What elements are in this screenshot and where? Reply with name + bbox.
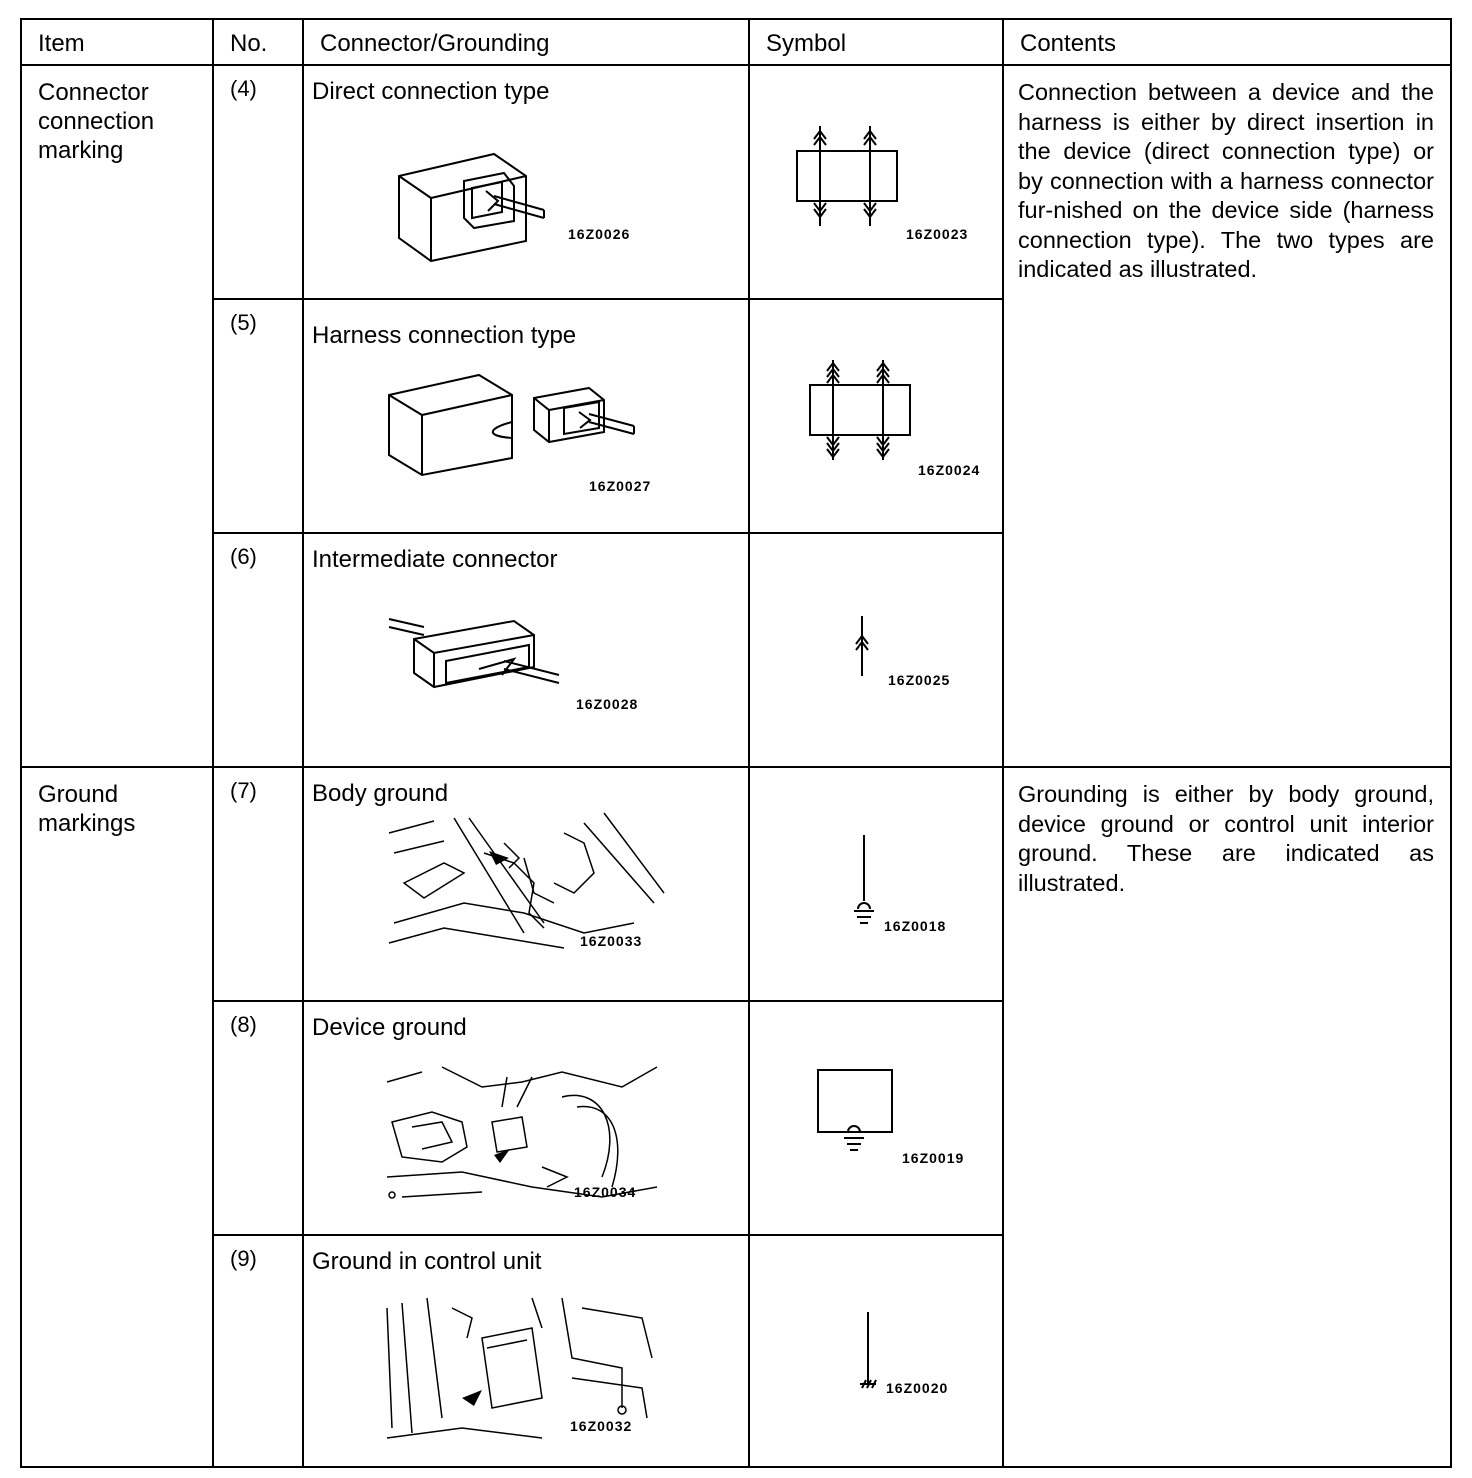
device-ground-illustration	[386, 1066, 658, 1199]
table-row: Connector connection marking (4) Direct …	[20, 64, 1452, 769]
connector-title: Device ground	[312, 1014, 467, 1042]
figure-code: 16Z0026	[568, 226, 631, 243]
connector-title: Harness connection type	[312, 322, 577, 350]
connector-cell: Harness connection type 16Z0027	[302, 298, 750, 535]
table-row: (9) Ground in control unit 16Z0032	[21, 1234, 1451, 1468]
connector-cell: Ground in control unit 16Z0032	[302, 1234, 750, 1468]
connector-cell: Body ground 16Z0033	[302, 766, 750, 1003]
symbol-cell: 16Z0025	[748, 532, 1004, 769]
symbol-figure-code: 16Z0024	[918, 462, 981, 479]
table-row: (8) Device ground 16Z	[21, 1000, 1451, 1237]
symbol-figure-code: 16Z0019	[902, 1150, 965, 1167]
header-connector: Connector/Grounding	[302, 17, 750, 67]
control-unit-ground-illustration	[386, 1297, 653, 1439]
row-number: (4)	[212, 64, 304, 301]
figure-code: 16Z0033	[580, 933, 643, 950]
symbol-figure-code: 16Z0020	[886, 1380, 949, 1397]
symbol-cell: 16Z0018	[748, 766, 1004, 1003]
direct-connection-symbol	[796, 126, 898, 227]
symbol-figure-code: 16Z0023	[906, 226, 969, 243]
header-contents: Contents	[1002, 17, 1452, 67]
header-symbol: Symbol	[748, 17, 1004, 67]
connector-cell: Intermediate connector 16Z0028	[302, 532, 750, 769]
figure-code: 16Z0027	[589, 478, 652, 495]
direct-connection-illustration	[398, 153, 545, 263]
symbol-cell: 16Z0019	[748, 1000, 1004, 1237]
row-number: (5)	[212, 298, 304, 535]
body-ground-illustration	[388, 812, 665, 949]
device-ground-symbol	[817, 1069, 893, 1152]
contents-ground: Grounding is either by body ground, devi…	[1002, 766, 1452, 1468]
row-number: (8)	[212, 1000, 304, 1237]
symbol-cell: 16Z0023	[748, 64, 1004, 301]
connector-title: Intermediate connector	[312, 546, 558, 574]
connector-title: Body ground	[312, 780, 449, 808]
connector-title: Direct connection type	[312, 78, 550, 106]
header-row: Item No. Connector/Grounding Symbol Cont…	[20, 17, 1452, 67]
table-row: (6) Intermediate connector 16Z0028	[21, 532, 1451, 769]
item-ground-markings: Ground markings	[20, 766, 214, 1468]
symbol-cell: 16Z0024	[748, 298, 1004, 535]
item-connector-connection-marking: Connector connection marking	[20, 64, 214, 769]
figure-code: 16Z0034	[574, 1184, 637, 1201]
connector-cell: Device ground 16Z0034	[302, 1000, 750, 1237]
intermediate-connector-symbol	[855, 616, 869, 677]
table-row: (5) Harness connection type 16Z0027	[21, 298, 1451, 535]
row-number: (7)	[212, 766, 304, 1003]
connector-cell: Direct connection type 16Z0026	[302, 64, 750, 301]
intermediate-connector-illustration	[388, 618, 560, 689]
row-number: (9)	[212, 1234, 304, 1468]
header-item: Item	[20, 17, 214, 67]
table-row: Ground markings (7) Body ground 16Z0033	[20, 766, 1452, 1468]
harness-connection-symbol	[809, 360, 911, 461]
symbol-figure-code: 16Z0025	[888, 672, 951, 689]
body-ground-symbol	[854, 835, 874, 925]
connector-title: Ground in control unit	[312, 1248, 542, 1276]
header-no: No.	[212, 17, 304, 67]
connector-grounding-table: Item No. Connector/Grounding Symbol Cont…	[20, 17, 1452, 1468]
figure-code: 16Z0032	[570, 1418, 633, 1435]
figure-code: 16Z0028	[576, 696, 639, 713]
harness-connection-illustration	[388, 374, 635, 477]
symbol-cell: 16Z0020	[748, 1234, 1004, 1468]
row-number: (6)	[212, 532, 304, 769]
symbol-figure-code: 16Z0018	[884, 918, 947, 935]
contents-connector: Connection between a device and the harn…	[1002, 64, 1452, 769]
control-unit-ground-symbol	[860, 1312, 877, 1389]
